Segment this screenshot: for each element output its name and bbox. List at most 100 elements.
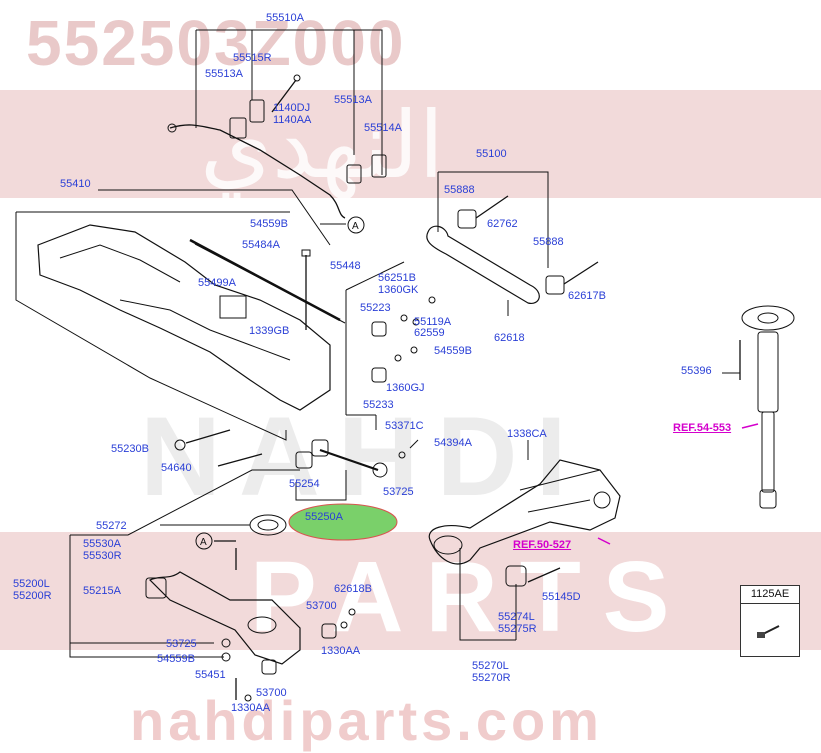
reference-link-54-553[interactable]: REF.54-553 — [673, 422, 732, 434]
label-53725-b: 53725 — [166, 638, 197, 650]
label-55396: 55396 — [681, 365, 712, 377]
label-55215A: 55215A — [83, 585, 121, 597]
bushing-53700-a — [321, 623, 337, 639]
label-62617B: 62617B — [568, 290, 606, 302]
label-55233: 55233 — [363, 399, 394, 411]
label-1338CA: 1338CA — [507, 428, 547, 440]
label-53700-a: 53700 — [306, 600, 337, 612]
bushing-53700-b — [261, 659, 277, 675]
label-55250A: 55250A — [305, 511, 343, 523]
bolt-55230B — [185, 429, 231, 444]
label-55510A: 55510A — [266, 12, 304, 24]
label-54559B-c: 54559B — [157, 653, 195, 665]
label-55513A-b: 55513A — [334, 94, 372, 106]
bolt-55145D — [527, 567, 561, 583]
bolt-54640 — [217, 453, 263, 467]
shock-mount — [741, 305, 795, 331]
block-55499A — [219, 295, 247, 319]
label-1339GB: 1339GB — [249, 325, 290, 337]
bushing-55513A — [229, 117, 247, 139]
label-55254: 55254 — [289, 478, 320, 490]
stabilizer-bar — [169, 124, 346, 219]
watermark-arabic-brand: النهدي — [200, 92, 445, 199]
clamp-55515R — [249, 99, 265, 123]
label-55499A: 55499A — [198, 277, 236, 289]
watermark-part-number: 552503Z000 — [26, 7, 406, 79]
callout-a-top-text: A — [352, 221, 359, 232]
label-62559: 62559 — [414, 327, 445, 339]
label-55270R: 55270R — [472, 672, 511, 684]
leader-55270 — [459, 548, 516, 641]
bushing-55215A — [145, 577, 167, 599]
bushing-55254 — [295, 451, 313, 469]
label-62762: 62762 — [487, 218, 518, 230]
label-54559B-a: 54559B — [250, 218, 288, 230]
bushing-55513A-right — [346, 164, 362, 184]
label-1330AA-b: 1330AA — [231, 702, 271, 714]
arm-55100 — [426, 225, 540, 304]
lower-arm-55200 — [148, 571, 301, 665]
bolt-icon — [757, 625, 780, 638]
label-55513A-a: 55513A — [205, 68, 243, 80]
suspension-diagram: A A — [15, 29, 795, 702]
label-53700-b: 53700 — [256, 687, 287, 699]
bushing-55233 — [371, 367, 387, 383]
label-55888-b: 55888 — [533, 236, 564, 248]
leader-55100 — [438, 171, 549, 268]
label-55200L: 55200L — [13, 578, 50, 590]
clamp-55514A — [371, 154, 387, 178]
leader-55510A — [196, 29, 383, 175]
label-1140AA: 1140AA — [273, 114, 312, 126]
label-55145D: 55145D — [542, 591, 581, 603]
watermark-band-bottom — [0, 532, 821, 650]
ball-joint-53725 — [372, 462, 388, 478]
label-55272: 55272 — [96, 520, 127, 532]
highlight-55250A — [288, 503, 398, 541]
label-55530R: 55530R — [83, 550, 122, 562]
shock-absorber-55396 — [757, 331, 779, 413]
label-54559B-b: 54559B — [434, 345, 472, 357]
label-54394A: 54394A — [434, 437, 472, 449]
label-55410: 55410 — [60, 178, 91, 190]
label-55230B: 55230B — [111, 443, 149, 455]
label-62618B: 62618B — [334, 583, 372, 595]
link-55250A — [319, 448, 379, 472]
label-55275R: 55275R — [498, 623, 537, 635]
callout-circle-a-bottom — [195, 532, 213, 550]
trailing-arm-55270 — [428, 459, 621, 565]
label-55200R: 55200R — [13, 590, 52, 602]
label-55514A: 55514A — [364, 122, 402, 134]
label-55530A: 55530A — [83, 538, 121, 550]
label-1140DJ: 1140DJ — [273, 102, 311, 114]
label-55448: 55448 — [330, 260, 361, 272]
label-55100: 55100 — [476, 148, 507, 160]
label-53371C: 53371C — [385, 420, 424, 432]
watermark-band-top — [0, 90, 821, 198]
bushing-55888-b — [545, 275, 565, 295]
label-55515R: 55515R — [233, 52, 272, 64]
label-55274L: 55274L — [498, 611, 535, 623]
callout-circle-a-top — [347, 216, 365, 234]
label-62618-a: 62618 — [494, 332, 525, 344]
crossmember — [37, 224, 331, 411]
label-54640: 54640 — [161, 462, 192, 474]
label-1330AA-a: 1330AA — [321, 645, 361, 657]
label-55888-a: 55888 — [444, 184, 475, 196]
bushing-55888-a — [457, 209, 477, 229]
bushing-55274 — [505, 565, 527, 587]
label-56251B: 56251B — [378, 272, 416, 284]
label-55270L: 55270L — [472, 660, 509, 672]
label-55484A: 55484A — [242, 239, 280, 251]
label-1360GK: 1360GK — [378, 284, 419, 296]
label-55119A: 55119A — [414, 316, 452, 328]
legend-part-number: 1125AE — [741, 586, 799, 604]
label-1360GJ: 1360GJ — [386, 382, 425, 394]
label-53725-a: 53725 — [383, 486, 414, 498]
callout-a-bottom-text: A — [200, 537, 207, 548]
spring-pad-55272 — [249, 514, 287, 536]
bushing-55223 — [371, 321, 387, 337]
legend-box: 1125AE — [740, 585, 800, 657]
label-55223: 55223 — [360, 302, 391, 314]
label-55451: 55451 — [195, 669, 226, 681]
reference-link-50-527[interactable]: REF.50-527 — [513, 539, 572, 551]
